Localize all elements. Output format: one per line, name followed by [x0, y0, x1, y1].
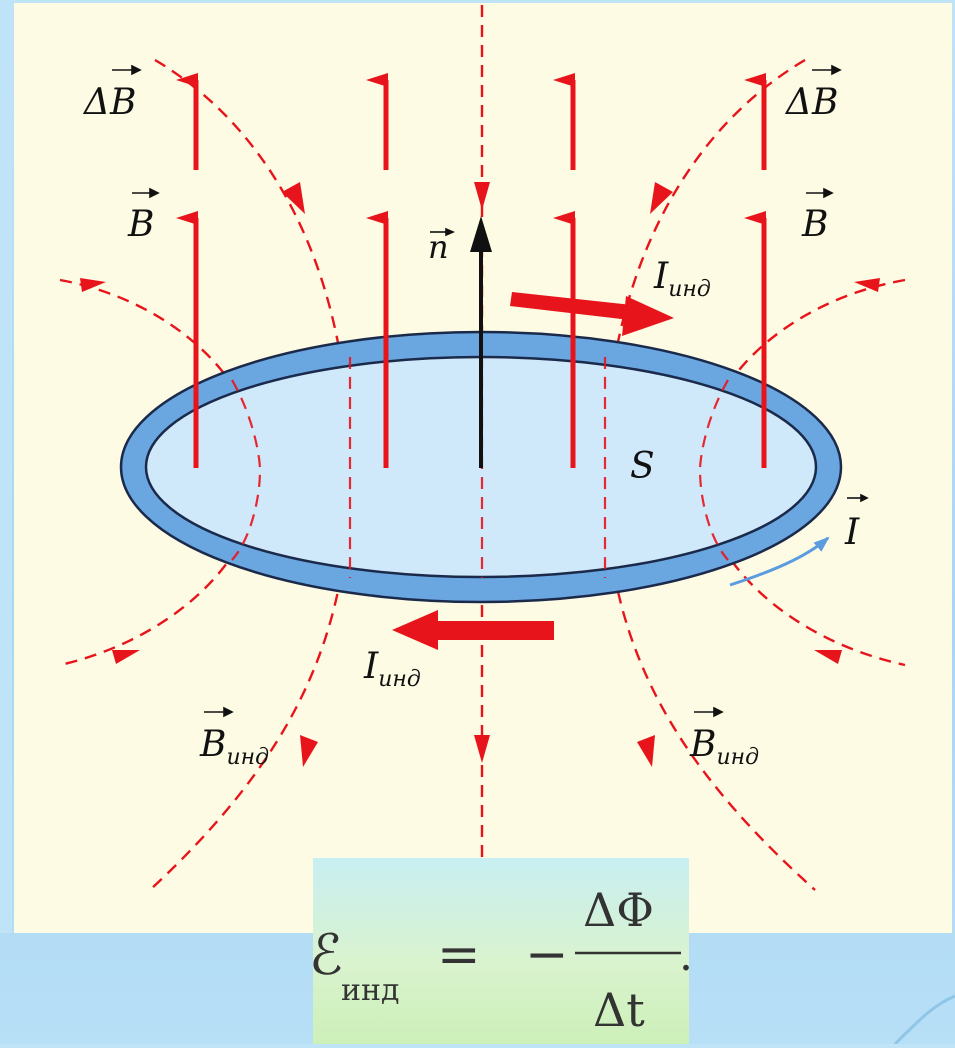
label-b-right: B [801, 204, 828, 245]
arrowhead-inner-right-bottom [637, 735, 655, 767]
current-direction-arrow [729, 536, 830, 587]
arrowhead-inner-left-bottom [300, 735, 318, 767]
arrowhead-outer-left-top [80, 278, 106, 292]
arrowhead-center-bottom [474, 735, 490, 763]
arrowhead-inner-left-top [282, 182, 305, 214]
label-i: I [844, 512, 860, 553]
label-b-ind-left: Bинд [199, 724, 269, 770]
field-vectors [176, 73, 767, 468]
formula-minus: − [525, 925, 569, 985]
arrowhead-outer-right-bottom [814, 650, 842, 664]
formula-box: ℰ инд = − ΔΦ Δt . [309, 858, 693, 1044]
arrowhead-outer-right-top [854, 278, 880, 292]
field-line-outer-left [59, 278, 262, 667]
normal-vector [470, 216, 492, 468]
left-accent-bar [0, 0, 12, 933]
induced-field-arrowheads [80, 182, 880, 767]
emf-symbol: ℰ [313, 923, 343, 988]
arrowhead-inner-right-top [650, 182, 673, 214]
induced-current-arrow-bottom [392, 610, 554, 650]
label-b-ind-right: Bинд [689, 724, 759, 770]
field-line-inner-left [149, 58, 352, 891]
label-delta-b-left: ΔB [82, 82, 136, 123]
emf-formula: ℰ инд = − ΔΦ Δt . [309, 883, 693, 1037]
field-line-inner-right [603, 58, 816, 891]
arrowhead-outer-left-bottom [112, 650, 140, 664]
formula-equals: = [437, 925, 481, 985]
formula-period: . [679, 930, 689, 981]
label-i-ind-bottom: Iинд [363, 646, 421, 692]
label-n: n [428, 228, 449, 266]
vector-overbars [112, 64, 869, 718]
formula-denominator: Δt [593, 983, 645, 1037]
emf-subscript: инд [341, 973, 399, 1008]
formula-numerator: ΔΦ [583, 883, 654, 937]
decorative-corner-curve [893, 994, 955, 1044]
label-s: S [630, 446, 655, 487]
induced-current-arrow-top [510, 292, 674, 336]
label-i-ind-top: Iинд [653, 256, 711, 302]
arrowhead-center-top [474, 182, 490, 210]
label-b-left: B [127, 204, 154, 245]
label-delta-b-right: ΔB [784, 82, 838, 123]
